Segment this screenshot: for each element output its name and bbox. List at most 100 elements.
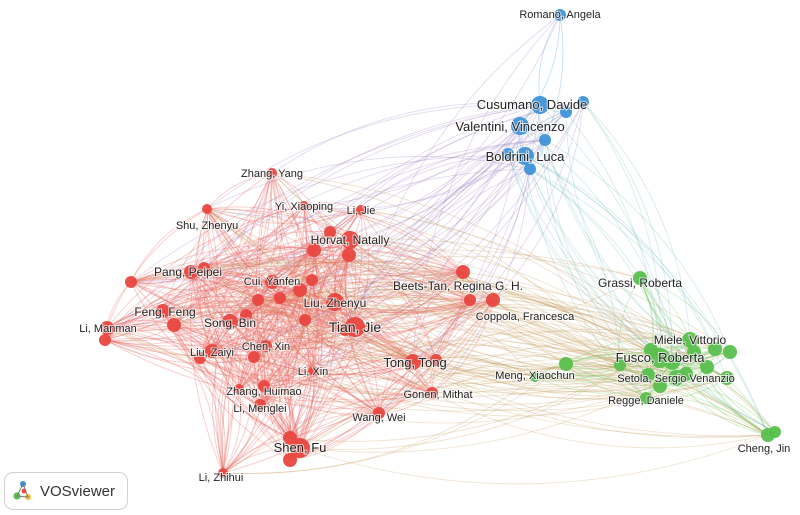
author-node[interactable] bbox=[254, 399, 266, 411]
author-node-unlabeled[interactable] bbox=[687, 345, 701, 359]
author-node-unlabeled[interactable] bbox=[240, 309, 252, 321]
author-label[interactable]: Grassi, Roberta bbox=[597, 275, 683, 291]
author-node-unlabeled[interactable] bbox=[464, 294, 476, 306]
author-node-unlabeled[interactable] bbox=[324, 226, 336, 238]
author-node[interactable] bbox=[222, 314, 238, 330]
author-label[interactable]: Valentini, Vincenzo bbox=[454, 118, 565, 135]
author-node-unlabeled[interactable] bbox=[339, 324, 351, 336]
author-node-unlabeled[interactable] bbox=[307, 243, 321, 257]
author-node-unlabeled[interactable] bbox=[167, 318, 181, 332]
author-node-unlabeled[interactable] bbox=[234, 384, 244, 394]
author-node[interactable] bbox=[531, 96, 549, 114]
author-node[interactable] bbox=[554, 9, 566, 21]
author-node-unlabeled[interactable] bbox=[644, 343, 658, 357]
author-node[interactable] bbox=[205, 344, 219, 358]
author-node-unlabeled[interactable] bbox=[641, 368, 655, 382]
author-label[interactable]: Horvat, Natally bbox=[310, 232, 391, 248]
author-node[interactable] bbox=[267, 168, 277, 178]
author-node-unlabeled[interactable] bbox=[559, 357, 573, 371]
author-node[interactable] bbox=[511, 117, 529, 135]
author-node[interactable] bbox=[373, 407, 385, 419]
author-node[interactable] bbox=[326, 293, 344, 311]
author-node[interactable] bbox=[156, 304, 170, 318]
author-node-unlabeled[interactable] bbox=[248, 351, 260, 363]
author-label[interactable]: Shen, Fu bbox=[273, 439, 328, 456]
author-label[interactable]: Wang, Wei bbox=[351, 411, 406, 425]
author-node-unlabeled[interactable] bbox=[125, 276, 137, 288]
author-node-unlabeled[interactable] bbox=[708, 342, 722, 356]
author-node[interactable] bbox=[265, 275, 279, 289]
author-label[interactable]: Romano, Angela bbox=[518, 8, 602, 22]
author-label[interactable]: Li, Jie bbox=[346, 204, 377, 218]
author-node-unlabeled[interactable] bbox=[99, 334, 111, 346]
author-label[interactable]: Li, Zhihui bbox=[198, 471, 245, 485]
author-label[interactable]: Yi, Xiaoping bbox=[274, 200, 334, 214]
author-label[interactable]: Shu, Zhenyu bbox=[175, 219, 239, 233]
author-node-unlabeled[interactable] bbox=[306, 274, 318, 286]
author-label[interactable]: Setola, Sergio Venanzio bbox=[616, 372, 735, 386]
author-node-unlabeled[interactable] bbox=[664, 354, 680, 370]
author-label[interactable]: Meng, Xiaochun bbox=[494, 369, 576, 383]
author-node-unlabeled[interactable] bbox=[769, 426, 781, 438]
author-label[interactable]: Song, Bin bbox=[203, 315, 257, 331]
author-node-unlabeled[interactable] bbox=[194, 352, 206, 364]
author-node-unlabeled[interactable] bbox=[430, 354, 442, 366]
author-label[interactable]: Cui, Yanfen bbox=[243, 275, 301, 289]
author-node-unlabeled[interactable] bbox=[653, 379, 667, 393]
author-node-unlabeled[interactable] bbox=[539, 134, 551, 146]
author-label[interactable]: Feng, Feng bbox=[133, 304, 196, 320]
author-node-unlabeled[interactable] bbox=[524, 163, 536, 175]
author-node[interactable] bbox=[341, 231, 359, 249]
author-node[interactable] bbox=[516, 147, 534, 165]
author-label[interactable]: Beets-Tan, Regina G. H. bbox=[392, 278, 524, 294]
author-label[interactable]: Chen, Xin bbox=[241, 340, 291, 354]
author-label[interactable]: Tian, Jie bbox=[328, 318, 383, 336]
author-node-unlabeled[interactable] bbox=[577, 96, 589, 108]
author-label[interactable]: Cheng, Jin bbox=[737, 442, 792, 456]
author-label[interactable]: Gonen, Mithat bbox=[402, 388, 473, 402]
author-label[interactable]: Li, Manman bbox=[78, 322, 137, 336]
author-label[interactable]: Liu, Zhenyu bbox=[303, 295, 368, 311]
author-node[interactable] bbox=[356, 205, 366, 215]
author-node[interactable] bbox=[640, 392, 652, 404]
author-node-unlabeled[interactable] bbox=[679, 367, 693, 381]
author-node[interactable] bbox=[218, 468, 228, 478]
author-node-unlabeled[interactable] bbox=[274, 292, 286, 304]
author-node[interactable] bbox=[633, 271, 647, 285]
author-label[interactable]: Pang, Peipei bbox=[153, 264, 223, 280]
author-node[interactable] bbox=[456, 265, 470, 279]
author-label[interactable]: Li, Menglei bbox=[232, 402, 287, 416]
author-label[interactable]: Fusco, Roberta bbox=[615, 349, 707, 366]
author-label[interactable]: Boldrini, Luca bbox=[485, 148, 567, 165]
author-label[interactable]: Cusumano, Davide bbox=[476, 96, 589, 113]
author-node[interactable] bbox=[100, 321, 114, 335]
author-node-unlabeled[interactable] bbox=[283, 453, 297, 467]
author-label[interactable]: Miele, Vittorio bbox=[653, 332, 728, 348]
author-node-unlabeled[interactable] bbox=[614, 359, 626, 371]
author-node-unlabeled[interactable] bbox=[293, 283, 307, 297]
author-label[interactable]: Zhang, Yang bbox=[240, 167, 304, 181]
author-label[interactable]: Zhang, Huimao bbox=[225, 385, 302, 399]
author-node[interactable] bbox=[486, 293, 500, 307]
author-node-unlabeled[interactable] bbox=[252, 294, 264, 306]
author-node-unlabeled[interactable] bbox=[502, 148, 514, 160]
author-node[interactable] bbox=[202, 204, 212, 214]
author-node-unlabeled[interactable] bbox=[560, 106, 572, 118]
author-node[interactable] bbox=[258, 380, 270, 392]
author-node-unlabeled[interactable] bbox=[720, 371, 734, 385]
author-node-unlabeled[interactable] bbox=[283, 431, 297, 445]
author-node[interactable] bbox=[308, 366, 318, 376]
author-node[interactable] bbox=[184, 265, 198, 279]
author-label[interactable]: Li, Xin bbox=[297, 365, 330, 379]
author-node[interactable] bbox=[426, 387, 438, 399]
author-node[interactable] bbox=[682, 332, 698, 348]
author-label[interactable]: Coppola, Francesca bbox=[475, 310, 576, 324]
author-node[interactable] bbox=[530, 372, 540, 382]
author-node[interactable] bbox=[405, 354, 421, 370]
author-node[interactable] bbox=[299, 201, 309, 211]
author-node-unlabeled[interactable] bbox=[299, 314, 311, 326]
author-node-unlabeled[interactable] bbox=[342, 248, 356, 262]
author-node-unlabeled[interactable] bbox=[723, 345, 737, 359]
author-label[interactable]: Tong, Tong bbox=[382, 354, 447, 371]
